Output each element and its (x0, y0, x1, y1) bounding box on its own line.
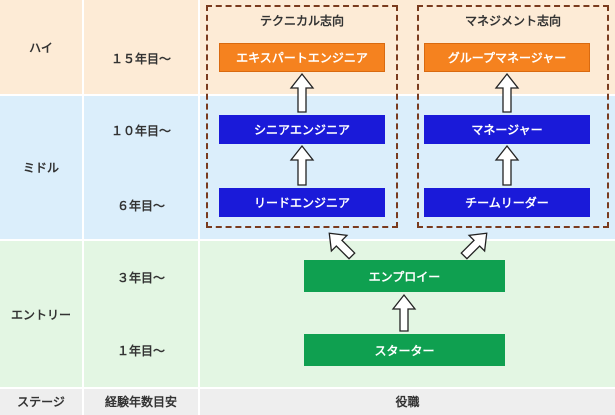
arrow-up-icon (289, 72, 315, 113)
arrow-up-icon (494, 72, 520, 113)
technical-track-frame (206, 5, 398, 228)
arrow-up-right-icon (460, 232, 488, 260)
years-6-label: ６年目〜 (116, 198, 165, 213)
row-divider (0, 387, 615, 389)
role-starter: スターター (304, 334, 505, 366)
row-divider (0, 94, 615, 96)
footer-years-label: 経験年数目安 (104, 395, 177, 409)
footer-role-label: 役職 (395, 395, 420, 409)
management-track-frame (417, 5, 609, 228)
stage-middle-label: ミドル (22, 161, 59, 175)
years-3-label: ３年目〜 (116, 270, 165, 285)
role-group-manager: グループマネージャー (424, 43, 590, 72)
band-footer (0, 388, 615, 415)
role-senior-engineer: シニアエンジニア (219, 115, 385, 144)
arrow-up-left-icon (328, 232, 356, 260)
column-divider (198, 0, 200, 415)
technical-track-title: テクニカル志向 (259, 14, 344, 28)
arrow-up-icon (494, 144, 520, 186)
years-15-label: １５年目〜 (110, 51, 171, 66)
arrow-up-icon (289, 144, 315, 186)
role-team-leader: チームリーダー (424, 188, 590, 217)
stage-entry-label: エントリー (10, 307, 71, 322)
management-track-title: マネジメント志向 (464, 14, 561, 28)
stage-high-label: ハイ (29, 41, 53, 55)
footer-stage-label: ステージ (17, 395, 65, 409)
years-1-label: １年目〜 (116, 343, 165, 358)
role-employee: エンプロイー (304, 260, 505, 292)
role-lead-engineer: リードエンジニア (219, 188, 385, 217)
row-divider (0, 239, 615, 241)
years-10-label: １０年目〜 (110, 123, 171, 138)
arrow-up-icon (391, 293, 417, 332)
column-divider (82, 0, 84, 415)
role-expert-engineer: エキスパートエンジニア (219, 43, 385, 72)
role-manager: マネージャー (424, 115, 590, 144)
